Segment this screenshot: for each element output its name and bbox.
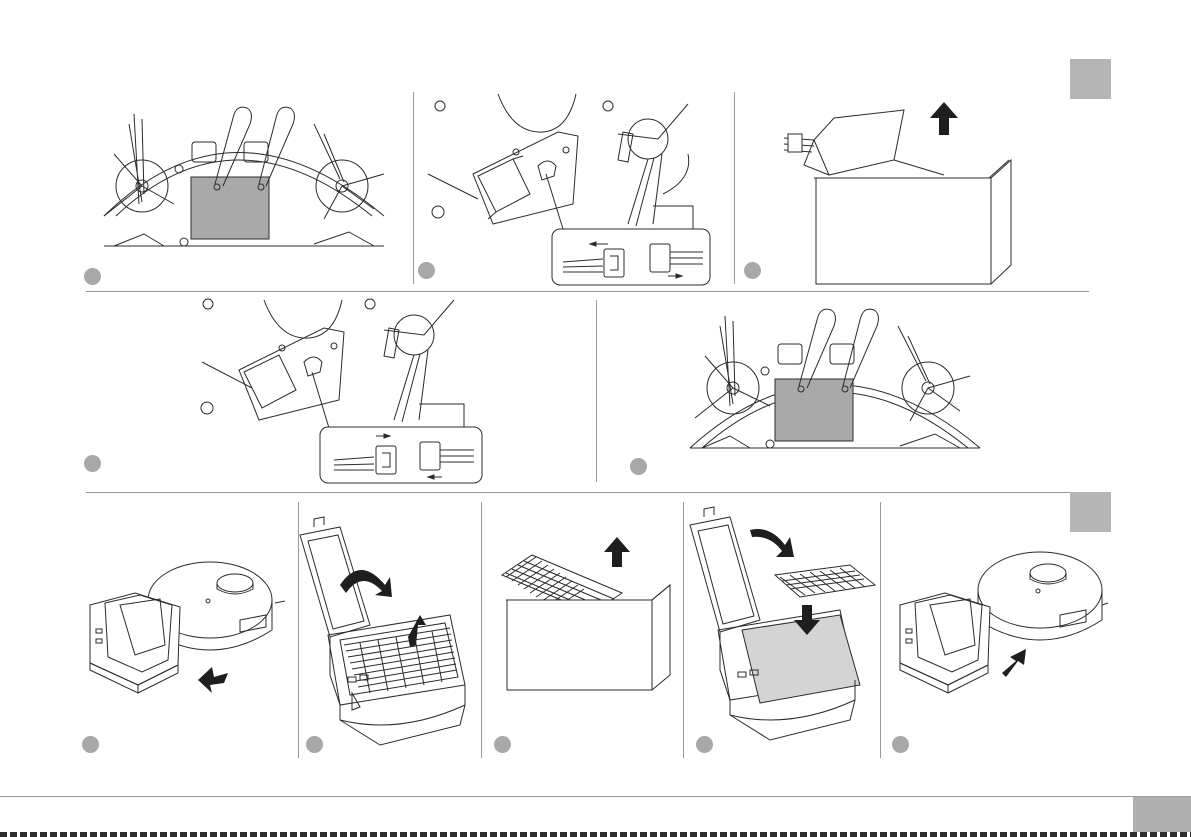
step-badge (84, 268, 101, 285)
remove-dustbin-icon (80, 545, 290, 757)
disconnect-battery-connector-icon (418, 94, 718, 289)
crop-marks (0, 832, 1191, 837)
section-tab-dustbin (1070, 492, 1111, 532)
step-badge (418, 262, 435, 279)
step-badge (744, 262, 761, 279)
section-tab-battery (1070, 59, 1111, 99)
row-divider-2 (86, 492, 1089, 493)
column-divider (596, 300, 597, 482)
step-reconnect-battery-connector (84, 300, 504, 485)
step-badge (84, 455, 101, 472)
step-lift-battery-out (744, 100, 1024, 286)
reinsert-dustbin-icon (890, 545, 1110, 757)
insert-new-filter-icon (690, 505, 880, 757)
column-divider (880, 502, 881, 758)
step-insert-new-filter (690, 505, 880, 757)
step-lift-filter-out (492, 535, 677, 757)
step-badge (892, 736, 909, 753)
page-number-tab (1133, 797, 1191, 837)
row-divider-1 (86, 291, 1089, 292)
step-badge (494, 736, 511, 753)
screw-battery-cover-icon (630, 296, 990, 481)
step-reinsert-dustbin (890, 545, 1110, 757)
step-badge (630, 458, 647, 475)
step-disconnect-battery-connector (418, 94, 718, 289)
column-divider (481, 502, 482, 758)
step-badge (696, 736, 713, 753)
step-badge (306, 736, 323, 753)
step-remove-dustbin (80, 545, 290, 757)
column-divider (734, 92, 735, 284)
unscrew-battery-cover-icon (84, 94, 404, 284)
column-divider (413, 92, 414, 284)
open-dustbin-lid-icon (300, 515, 480, 757)
step-open-dustbin-lid (300, 515, 480, 757)
column-divider (683, 502, 684, 758)
footer-divider (0, 796, 1191, 797)
step-unscrew-battery-cover (84, 94, 404, 284)
lift-filter-out-of-box-icon (492, 535, 677, 757)
step-screw-battery-cover (630, 296, 990, 481)
lift-battery-out-of-box-icon (744, 100, 1024, 286)
step-badge (82, 736, 99, 753)
column-divider (298, 502, 299, 758)
reconnect-battery-connector-icon (84, 300, 504, 485)
